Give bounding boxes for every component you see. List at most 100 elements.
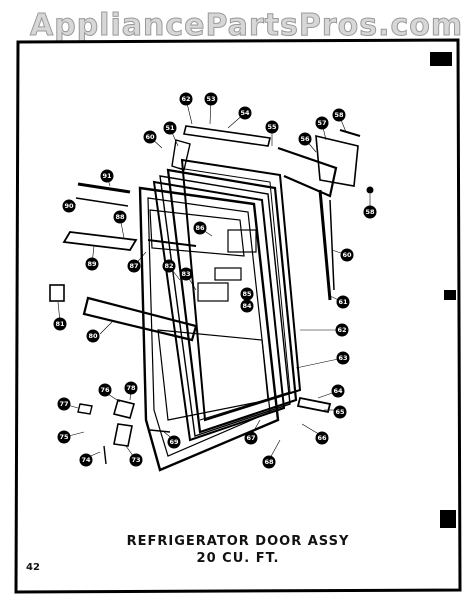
callout-bubble	[240, 299, 254, 313]
door-shelf-and-handle	[49, 182, 198, 342]
callout-label: 58	[365, 208, 375, 216]
callout-bubble	[57, 397, 71, 411]
callout-56: 56	[298, 132, 312, 146]
callout-bubble	[193, 221, 207, 235]
callout-bubble	[86, 329, 100, 343]
callout-label: 91	[102, 172, 112, 180]
callout-label: 85	[242, 290, 252, 298]
callout-75: 75	[57, 430, 71, 444]
callout-bubble	[163, 121, 177, 135]
callout-81: 81	[53, 317, 67, 331]
callout-78: 78	[124, 381, 138, 395]
callout-label: 89	[87, 260, 97, 268]
side-gasket-strips	[318, 189, 335, 301]
callout-label: 55	[267, 123, 277, 131]
callout-label: 56	[300, 135, 310, 143]
callout-87: 87	[127, 259, 141, 273]
callout-62: 62	[179, 92, 193, 106]
callout-label: 78	[126, 384, 136, 392]
callout-54: 54	[238, 106, 252, 120]
callout-58: 58	[363, 205, 377, 219]
callout-bubble	[53, 317, 67, 331]
callout-label: 80	[88, 332, 98, 340]
diagram-title: REFRIGERATOR DOOR ASSY	[126, 534, 350, 549]
callout-label: 75	[59, 433, 69, 441]
callout-label: 63	[338, 354, 347, 362]
callout-label: 90	[64, 202, 74, 210]
callout-bubble	[315, 116, 329, 130]
callout-53: 53	[204, 92, 218, 106]
callout-bubble	[98, 383, 112, 397]
callout-label: 84	[242, 302, 252, 310]
callout-84: 84	[240, 299, 254, 313]
callout-label: 58	[334, 111, 344, 119]
leader-lines	[57, 98, 371, 461]
callout-bubble	[162, 259, 176, 273]
callout-67: 67	[244, 431, 258, 445]
callout-68: 68	[262, 455, 276, 469]
callout-label: 86	[195, 224, 205, 232]
callout-label: 73	[131, 456, 140, 464]
callout-bubble	[127, 259, 141, 273]
callout-label: 74	[81, 456, 91, 464]
callout-bubble	[265, 120, 279, 134]
door-gasket-layers	[152, 168, 298, 442]
callout-60: 60	[340, 248, 354, 262]
page-number: 42	[26, 562, 40, 573]
callout-label: 54	[240, 109, 250, 117]
callout-bubble	[331, 384, 345, 398]
callout-60: 60	[143, 130, 157, 144]
callout-label: 53	[206, 95, 215, 103]
callout-label: 76	[100, 386, 110, 394]
callout-label: 62	[337, 326, 346, 334]
callout-bubble	[179, 92, 193, 106]
callout-bubble	[62, 199, 76, 213]
callout-58: 58	[332, 108, 346, 122]
callout-bubble	[332, 108, 346, 122]
callout-label: 62	[181, 95, 190, 103]
callout-bubble	[143, 130, 157, 144]
callout-57: 57	[315, 116, 329, 130]
bottom-hinge-parts	[77, 396, 332, 465]
callout-62: 62	[335, 323, 349, 337]
callout-bubble	[79, 453, 93, 467]
callout-bubble	[340, 248, 354, 262]
callout-63: 63	[336, 351, 350, 365]
callout-bubble	[167, 435, 181, 449]
callout-89: 89	[85, 257, 99, 271]
callout-86: 86	[193, 221, 207, 235]
callout-82: 82	[162, 259, 176, 273]
callout-label: 77	[59, 400, 68, 408]
callout-bubble	[129, 453, 143, 467]
callout-bubble	[57, 430, 71, 444]
callout-bubble	[336, 351, 350, 365]
callout-label: 64	[333, 387, 343, 395]
watermark: AppliancePartsPros.com	[29, 8, 464, 44]
callout-label: 82	[164, 262, 173, 270]
callout-64: 64	[331, 384, 345, 398]
callout-label: 60	[342, 251, 352, 259]
callout-bubble	[238, 106, 252, 120]
callout-bubble	[336, 295, 350, 309]
callout-80: 80	[86, 329, 100, 343]
callout-85: 85	[240, 287, 254, 301]
callout-65: 65	[333, 405, 347, 419]
callout-74: 74	[79, 453, 93, 467]
callout-69: 69	[167, 435, 181, 449]
callout-bubble	[240, 287, 254, 301]
callout-77: 77	[57, 397, 71, 411]
callout-label: 61	[338, 298, 348, 306]
callout-label: 87	[129, 262, 138, 270]
callout-bubble	[333, 405, 347, 419]
callout-label: 65	[335, 408, 345, 416]
callout-bubble	[335, 323, 349, 337]
callout-bubble	[262, 455, 276, 469]
callout-bubble	[85, 257, 99, 271]
callout-label: 51	[165, 124, 175, 132]
callout-bubble	[100, 169, 114, 183]
callout-bubble	[244, 431, 258, 445]
callout-83: 83	[179, 267, 193, 281]
